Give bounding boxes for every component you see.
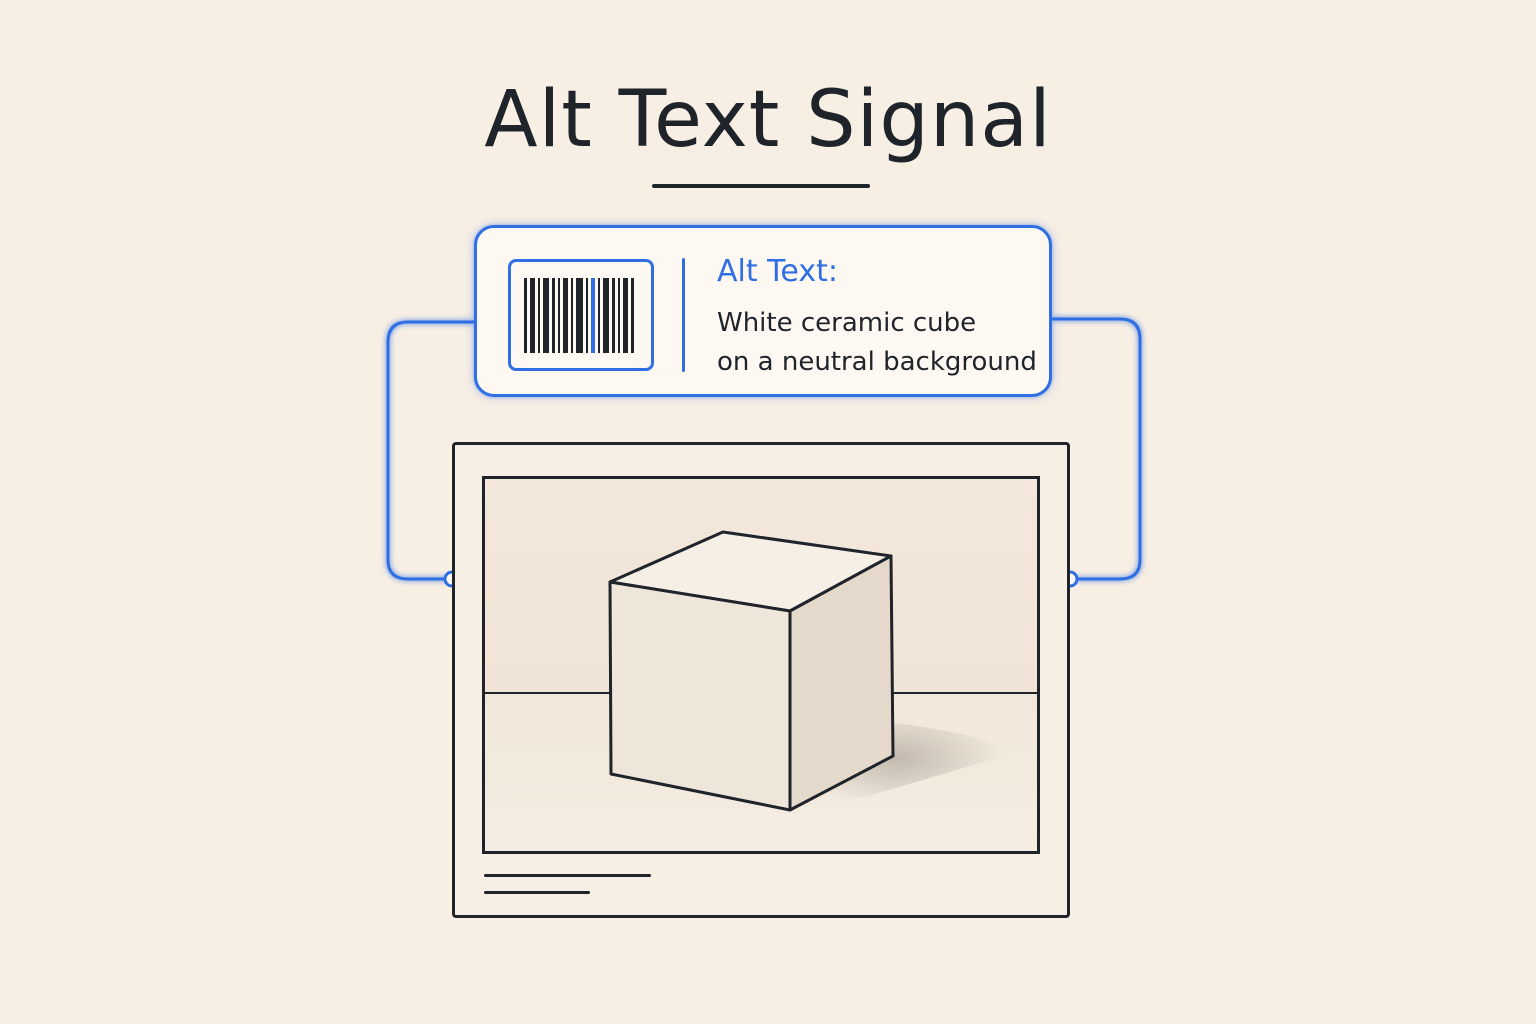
cube-side-face [788,554,895,812]
right-connector [1052,317,1142,581]
left-connector [386,320,474,581]
caption-line-long [484,874,651,877]
barcode-icon [508,259,654,371]
card-divider [682,258,685,372]
cube-illustration [482,476,1040,854]
cube-front-face [608,580,792,812]
alt-text-label: Alt Text: [717,254,838,289]
barcode-bars [524,278,634,353]
alt-text-description: White ceramic cube on a neutral backgrou… [717,304,1037,382]
alt-text-card: Alt Text: White ceramic cube on a neutra… [474,225,1052,397]
caption-line-short [484,891,590,894]
title-underline [652,184,870,188]
page-title: Alt Text Signal [484,75,1052,165]
image-frame [452,442,1070,918]
alt-text-line-2: on a neutral background [717,347,1037,377]
alt-text-line-1: White ceramic cube [717,308,977,338]
